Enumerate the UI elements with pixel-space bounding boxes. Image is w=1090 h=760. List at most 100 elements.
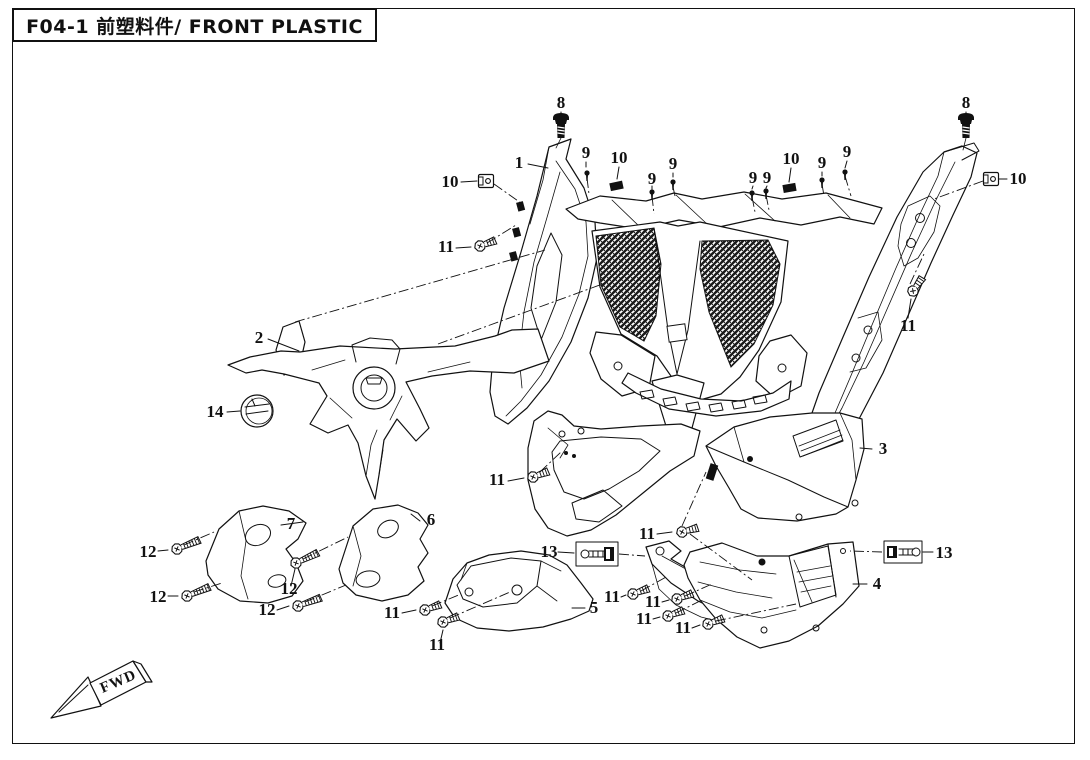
callout-11: 11 xyxy=(645,592,670,611)
callout-9: 9 xyxy=(763,168,772,189)
callout-9: 9 xyxy=(669,154,678,178)
callout-label: 9 xyxy=(763,168,772,187)
callout-label: 9 xyxy=(749,168,758,187)
screw-11 xyxy=(417,598,443,618)
title-box: F04-1 前塑料件/ FRONT PLASTIC xyxy=(12,8,377,42)
callout-10: 10 xyxy=(611,148,628,180)
callout-label: 11 xyxy=(675,618,691,637)
screw-9 xyxy=(842,169,848,180)
callout-11: 11 xyxy=(675,618,701,637)
callout-label: 9 xyxy=(648,169,657,188)
callout-label: 10 xyxy=(1010,169,1027,188)
part-14-emblem xyxy=(240,394,274,428)
callout-11: 11 xyxy=(429,629,445,654)
callout-10: 10 xyxy=(998,169,1027,188)
callout-label: 14 xyxy=(207,402,225,421)
callout-6: 6 xyxy=(410,510,436,529)
mesh-right xyxy=(699,239,781,368)
panel-clip-left xyxy=(609,180,624,192)
screw-12 xyxy=(169,534,203,557)
callout-label: 11 xyxy=(489,470,505,489)
part-4-skid-panel xyxy=(645,540,860,649)
callout-label: 8 xyxy=(962,93,971,112)
center-emblem-plate xyxy=(666,323,688,343)
callout-label: 12 xyxy=(259,600,276,619)
fasteners xyxy=(169,112,1000,632)
callout-label: 8 xyxy=(557,93,566,112)
callout-label: 13 xyxy=(541,542,558,561)
callout-14: 14 xyxy=(207,402,241,421)
callout-label: 11 xyxy=(636,609,652,628)
callout-10: 10 xyxy=(442,172,478,191)
screw-12 xyxy=(179,581,213,604)
callout-11: 11 xyxy=(636,609,661,628)
callout-8: 8 xyxy=(962,93,971,118)
grille-top-panel xyxy=(565,180,883,230)
callout-label: 11 xyxy=(900,316,916,335)
callout-11: 11 xyxy=(900,298,916,335)
callout-3: 3 xyxy=(859,439,888,458)
screw-11 xyxy=(472,234,498,254)
fwd-arrow: FWD xyxy=(50,660,153,719)
callout-label: 9 xyxy=(818,153,827,172)
page-title: F04-1 前塑料件/ FRONT PLASTIC xyxy=(26,15,363,38)
callout-label: 12 xyxy=(150,587,167,606)
callout-12: 12 xyxy=(281,568,298,598)
callout-label: 9 xyxy=(669,154,678,173)
callout-label: 9 xyxy=(582,143,591,162)
callout-label: 10 xyxy=(611,148,628,167)
callout-9: 9 xyxy=(648,169,657,190)
callout-11: 11 xyxy=(384,603,417,622)
callout-11: 11 xyxy=(604,587,627,606)
callout-13: 13 xyxy=(541,542,575,561)
callout-label: 6 xyxy=(427,510,436,529)
callout-12: 12 xyxy=(150,587,179,606)
lower-valance xyxy=(589,331,808,417)
callout-label: 11 xyxy=(639,524,655,543)
callout-2: 2 xyxy=(255,328,300,352)
callout-12: 12 xyxy=(259,600,290,619)
callout-11: 11 xyxy=(639,524,673,543)
callout-label: 7 xyxy=(287,514,296,533)
callout-label: 11 xyxy=(384,603,400,622)
callout-label: 9 xyxy=(843,142,852,161)
callout-label: 11 xyxy=(438,237,454,256)
callout-label: 3 xyxy=(879,439,888,458)
uclip-10-left xyxy=(477,173,495,189)
mesh-left xyxy=(595,227,662,342)
part-3-lower-panels xyxy=(527,410,865,537)
screw-11 xyxy=(674,521,700,540)
callout-label: 10 xyxy=(442,172,459,191)
uclip-10-right xyxy=(982,171,1000,187)
part-6-cover xyxy=(338,504,429,602)
callout-9: 9 xyxy=(749,168,758,190)
callout-5: 5 xyxy=(571,598,599,617)
screw-clip-assembly-13-left xyxy=(575,541,619,567)
panel-clip-right xyxy=(782,182,797,193)
part-1-left-bezel xyxy=(489,138,598,425)
callout-9: 9 xyxy=(818,153,827,177)
grille-mesh xyxy=(591,221,789,442)
callout-9: 9 xyxy=(582,143,591,168)
screw-11 xyxy=(435,610,461,630)
callout-4: 4 xyxy=(852,574,882,593)
callout-label: 1 xyxy=(515,153,524,172)
callout-11: 11 xyxy=(489,470,525,489)
alignment-lines xyxy=(183,137,984,622)
callout-label: 13 xyxy=(936,543,953,562)
callout-9: 9 xyxy=(843,142,852,169)
screw-12 xyxy=(288,547,322,571)
callout-label: 12 xyxy=(281,579,298,598)
callout-label: 11 xyxy=(645,592,661,611)
part-7-cover xyxy=(205,505,307,604)
callout-11: 11 xyxy=(438,237,472,256)
callout-13: 13 xyxy=(922,543,953,562)
callout-12: 12 xyxy=(140,542,169,561)
callout-label: 5 xyxy=(590,598,599,617)
page-border xyxy=(12,8,1075,744)
callout-label: 10 xyxy=(783,149,800,168)
callout-label: 11 xyxy=(429,635,445,654)
part-5-cover xyxy=(444,550,594,632)
callout-label: 2 xyxy=(255,328,264,347)
